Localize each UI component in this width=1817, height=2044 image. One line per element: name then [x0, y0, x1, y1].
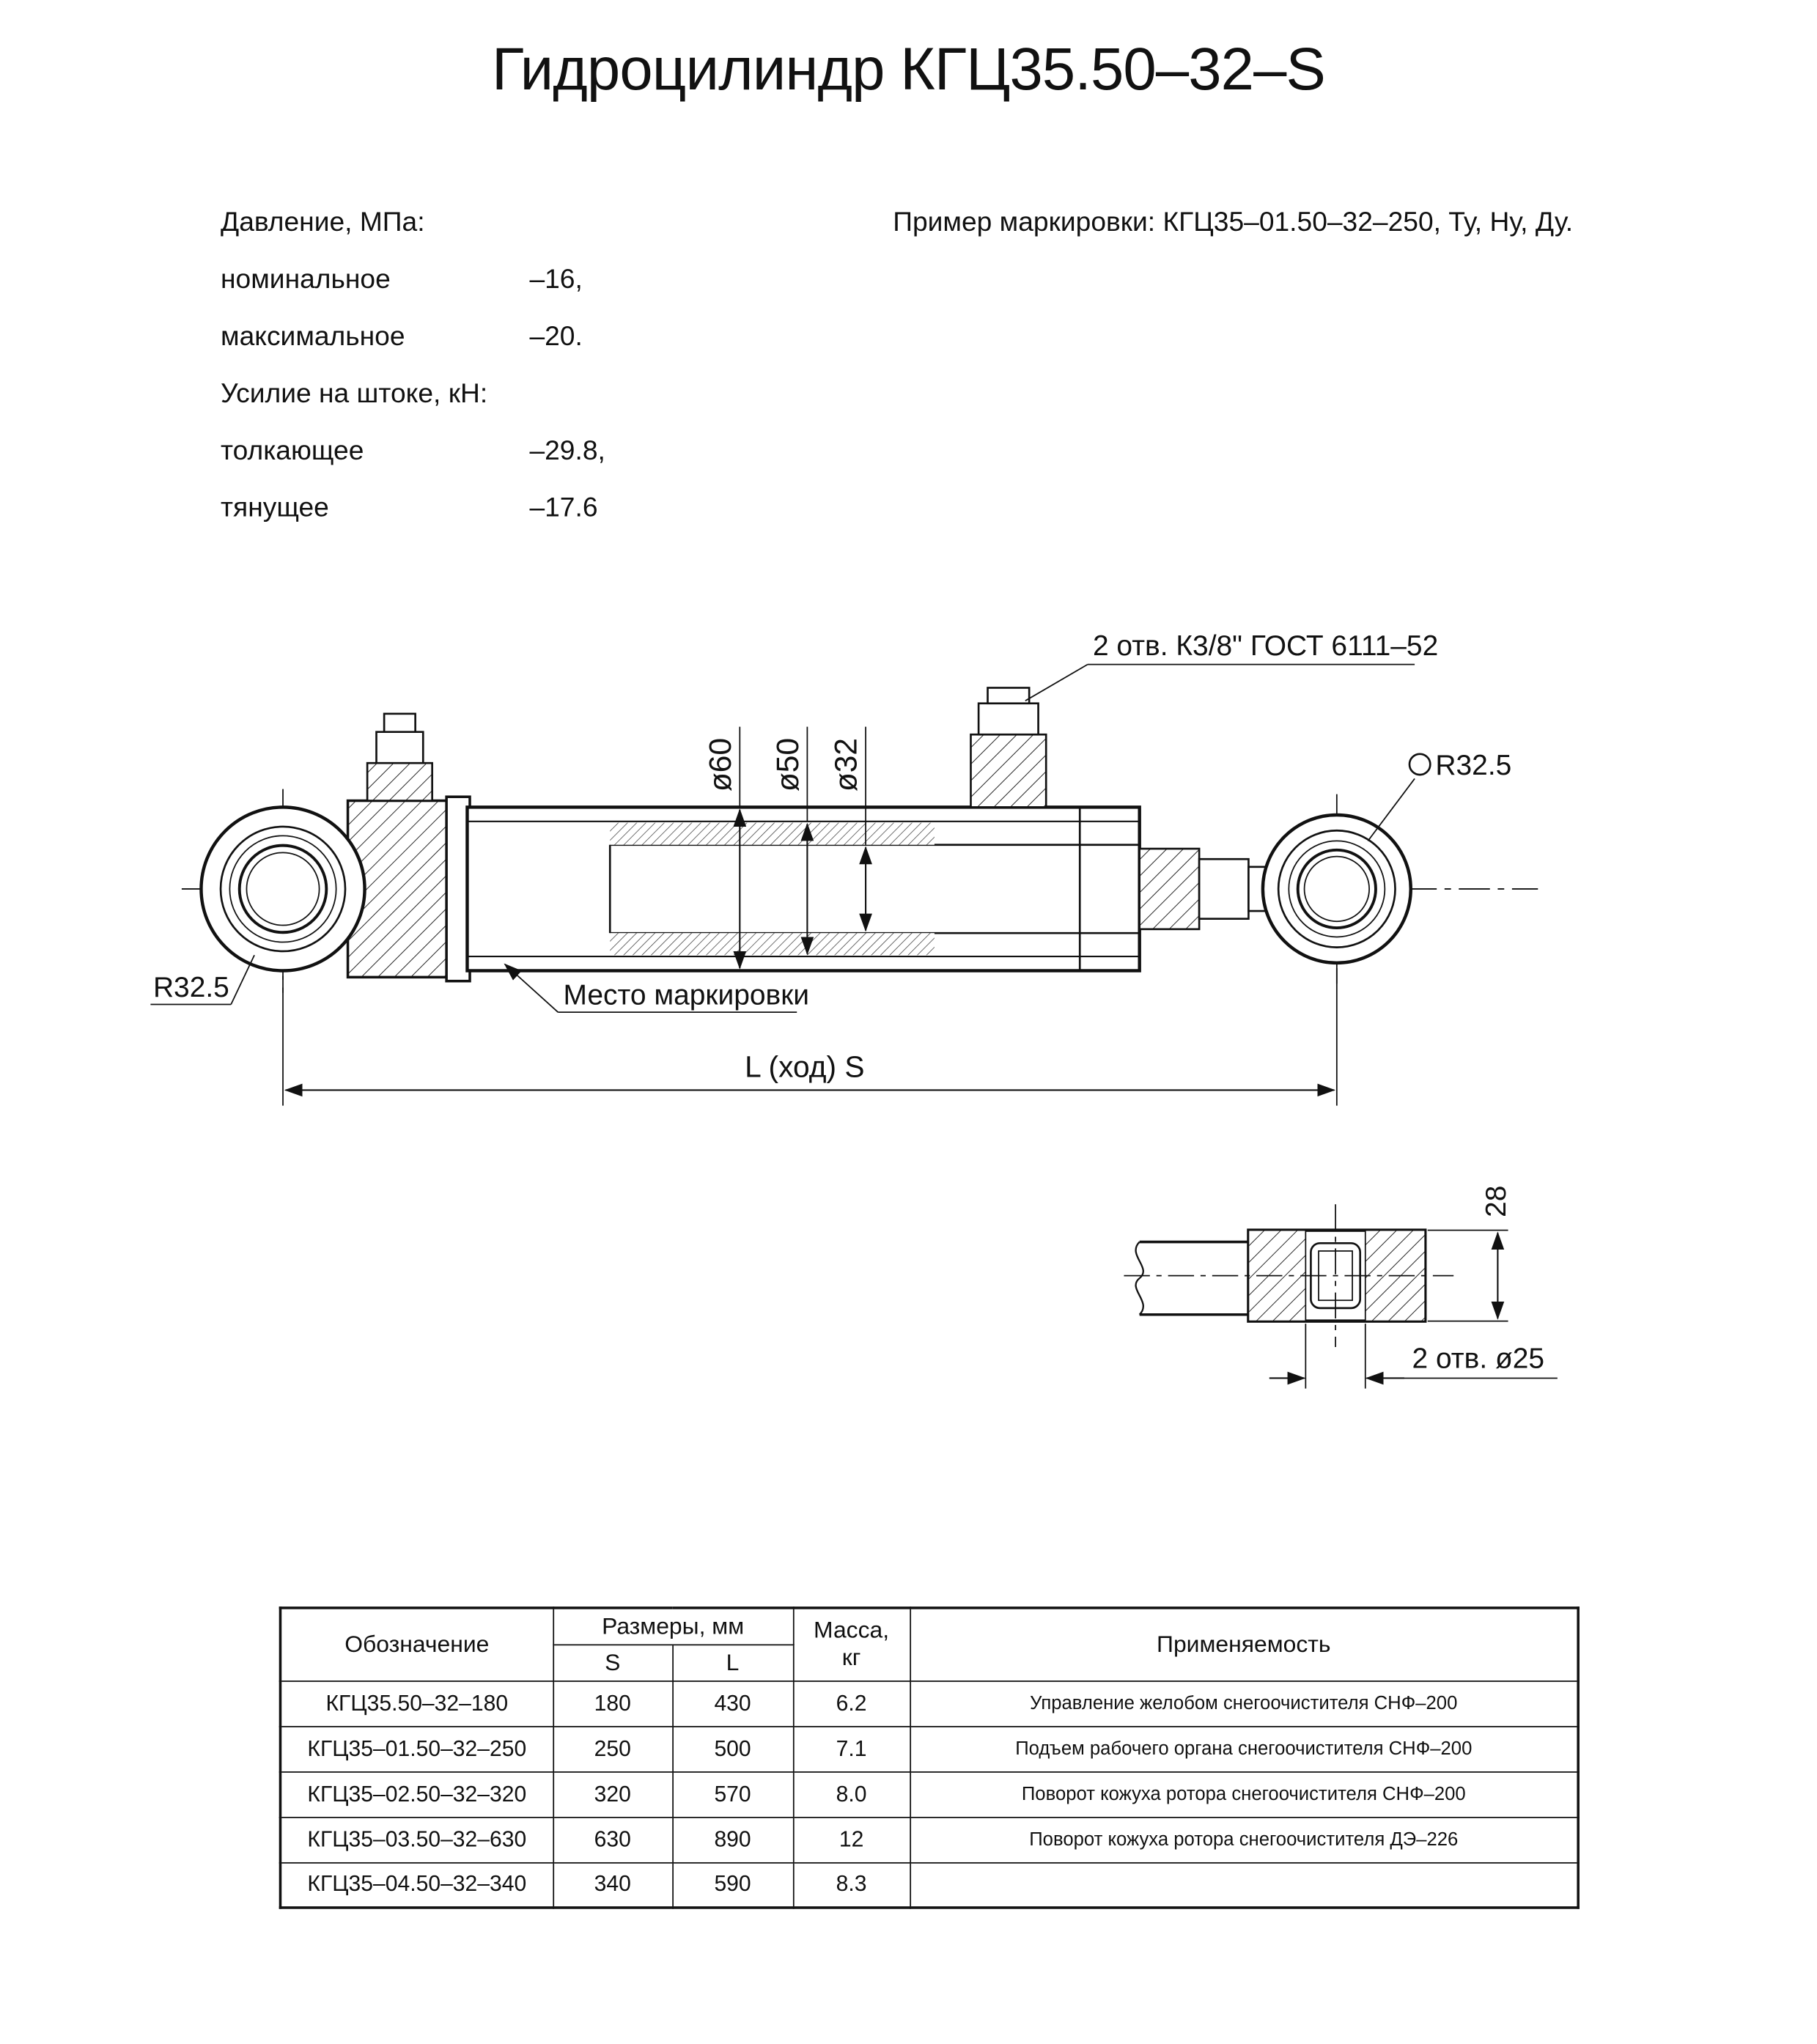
pull-label: тянущее: [221, 492, 329, 523]
marking-place-label: Место маркировки: [563, 980, 809, 1011]
marking-place-callout: Место маркировки: [504, 963, 809, 1014]
pressure-header: Давление, МПа:: [221, 207, 425, 238]
spec-row: Давление, МПа:: [221, 195, 662, 252]
eye-width-label: 28: [1481, 1186, 1512, 1217]
cell-application: Поворот кожуха ротора снегоочистителя ДЭ…: [909, 1816, 1580, 1863]
cell-application: Поворот кожуха ротора снегоочистителя СН…: [909, 1771, 1580, 1818]
cell-l: 500: [671, 1725, 794, 1772]
header-s: S: [552, 1643, 674, 1681]
length-dimension: L (ход) S: [282, 967, 1338, 1106]
cell-designation: КГЦ35–03.50–32–630: [279, 1816, 554, 1863]
cell-s: 250: [552, 1725, 674, 1772]
cell-designation: КГЦ35–01.50–32–250: [279, 1725, 554, 1772]
sphere-symbol-icon: [1408, 753, 1431, 776]
cell-s: 180: [552, 1680, 674, 1727]
pull-value: –17.6: [529, 492, 598, 523]
marking-example: Пример маркировки: КГЦ35–01.50–32–250, Т…: [893, 207, 1574, 238]
cell-s: 340: [552, 1862, 674, 1908]
spec-row: тянущее –17.6: [221, 480, 662, 537]
max-label: максимальное: [221, 322, 405, 352]
eye-holes-label: 2 отв. ø25: [1412, 1343, 1545, 1374]
cell-mass: 12: [792, 1816, 911, 1863]
right-eye: [1261, 813, 1412, 965]
radius-left-callout: R32.5: [150, 954, 255, 1006]
piston-rod: [1138, 847, 1281, 931]
dim-dia32: ø32: [830, 738, 864, 792]
cell-l: 890: [671, 1816, 794, 1863]
push-label: толкающее: [221, 435, 364, 466]
radius-left-label: R32.5: [153, 972, 229, 1003]
ports-label: 2 отв. К3/8" ГОСТ 6111–52: [1093, 630, 1438, 662]
side-view: 28 2 отв. ø25: [1124, 1186, 1558, 1389]
technical-drawing: ø60 ø50 ø32 2 отв. К3/8" ГОСТ 6111–52: [150, 630, 1558, 1389]
radius-right-label: R32.5: [1435, 750, 1511, 781]
dim-dia50: ø50: [771, 738, 806, 792]
header-designation: Обозначение: [279, 1607, 554, 1681]
table-row: КГЦ35–01.50–32–250 250 500 7.1 Подъем ра…: [279, 1725, 1580, 1772]
nominal-value: –16,: [529, 265, 583, 295]
cell-mass: 8.0: [792, 1771, 911, 1818]
header-mass-line1: Масса,: [814, 1617, 890, 1644]
table-row: КГЦ35–02.50–32–320 320 570 8.0 Поворот к…: [279, 1771, 1580, 1818]
force-header: Усилие на штоке, кН:: [221, 379, 488, 409]
spec-row: номинальное –16,: [221, 252, 662, 309]
max-value: –20.: [529, 322, 583, 352]
cell-l: 570: [671, 1771, 794, 1818]
cell-designation: КГЦ35–02.50–32–320: [279, 1771, 554, 1818]
spec-table-header: Обозначение Размеры, мм Масса, кг Примен…: [279, 1607, 1580, 1681]
cylinder-tube: [465, 805, 1141, 973]
page-title: Гидроцилиндр КГЦ35.50–32–S: [492, 34, 1326, 103]
cell-application: Управление желобом снегоочистителя СНФ–2…: [909, 1680, 1580, 1727]
table-row: КГЦ35.50–32–180 180 430 6.2 Управление ж…: [279, 1680, 1580, 1727]
spec-row: Усилие на штоке, кН:: [221, 366, 662, 423]
cell-application: Подъем рабочего органа снегоочистителя С…: [909, 1725, 1580, 1772]
cell-designation: КГЦ35.50–32–180: [279, 1680, 554, 1727]
port-fitting-left: [366, 761, 433, 802]
cell-l: 590: [671, 1862, 794, 1908]
cell-designation: КГЦ35–04.50–32–340: [279, 1862, 554, 1908]
right-port-boss: 2 отв. К3/8" ГОСТ 6111–52: [970, 630, 1438, 808]
cell-s: 320: [552, 1771, 674, 1818]
cell-l: 430: [671, 1680, 794, 1727]
push-value: –29.8,: [529, 435, 605, 466]
radius-right-callout: R32.5: [1367, 750, 1511, 841]
header-dimensions: Размеры, мм: [552, 1607, 794, 1645]
table-row: КГЦ35–04.50–32–340 340 590 8.3: [279, 1862, 1580, 1908]
diameter-dimensions: ø60 ø50 ø32: [704, 726, 872, 970]
table-row: КГЦ35–03.50–32–630 630 890 12 Поворот ко…: [279, 1816, 1580, 1863]
length-label: L (ход) S: [745, 1050, 864, 1084]
header-l: L: [671, 1643, 794, 1681]
nominal-label: номинальное: [221, 265, 391, 295]
spec-row: максимальное –20.: [221, 309, 662, 366]
dim-dia60: ø60: [704, 738, 738, 792]
cell-mass: 7.1: [792, 1725, 911, 1772]
cell-mass: 6.2: [792, 1680, 911, 1727]
left-head: [346, 712, 471, 983]
spec-table-body: КГЦ35.50–32–180 180 430 6.2 Управление ж…: [279, 1680, 1580, 1908]
spec-table: Обозначение Размеры, мм Масса, кг Примен…: [279, 1606, 1580, 1909]
header-application: Применяемость: [909, 1607, 1580, 1681]
specs-block: Давление, МПа: номинальное –16, максимал…: [221, 195, 662, 537]
cell-mass: 8.3: [792, 1862, 911, 1908]
left-eye: [199, 805, 366, 973]
header-mass: Масса, кг: [792, 1607, 911, 1681]
spec-row: толкающее –29.8,: [221, 423, 662, 480]
cell-application: [909, 1862, 1580, 1908]
header-mass-line2: кг: [841, 1644, 861, 1671]
cell-s: 630: [552, 1816, 674, 1863]
